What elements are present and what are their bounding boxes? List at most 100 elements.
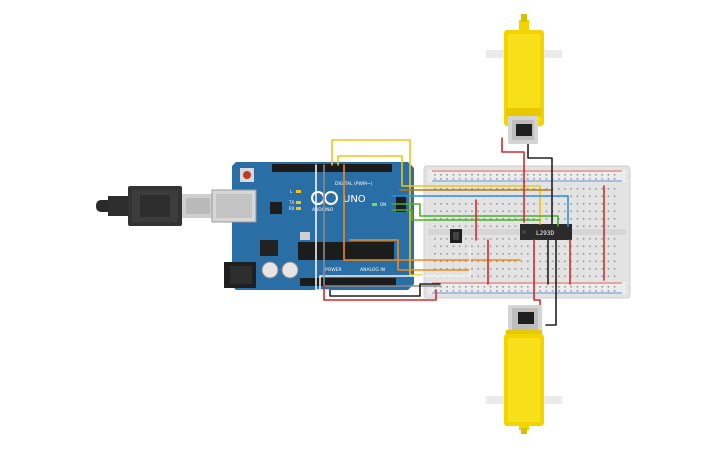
- breadboard-hole[interactable]: [434, 268, 436, 270]
- breadboard-hole[interactable]: [533, 178, 535, 180]
- breadboard-hole[interactable]: [514, 174, 517, 176]
- breadboard-hole[interactable]: [570, 178, 572, 180]
- breadboard-hole[interactable]: [582, 203, 585, 205]
- breadboard-hole[interactable]: [514, 260, 517, 263]
- breadboard-hole[interactable]: [551, 290, 554, 292]
- breadboard-hole[interactable]: [576, 253, 579, 255]
- breadboard-hole[interactable]: [465, 225, 467, 228]
- breadboard-hole[interactable]: [489, 268, 492, 270]
- breadboard-hole[interactable]: [508, 286, 510, 288]
- breadboard-hole[interactable]: [483, 225, 486, 228]
- breadboard-hole[interactable]: [514, 188, 517, 190]
- breadboard-hole[interactable]: [520, 218, 523, 220]
- breadboard-hole[interactable]: [502, 178, 504, 180]
- breadboard-hole[interactable]: [539, 268, 541, 270]
- breadboard-hole[interactable]: [483, 203, 486, 205]
- breadboard-hole[interactable]: [458, 253, 461, 255]
- breadboard-hole[interactable]: [458, 174, 461, 176]
- breadboard-hole[interactable]: [508, 178, 510, 180]
- breadboard-hole[interactable]: [589, 210, 591, 213]
- breadboard-hole[interactable]: [489, 245, 492, 248]
- breadboard-hole[interactable]: [452, 218, 455, 220]
- breadboard-hole[interactable]: [564, 210, 566, 213]
- breadboard-hole[interactable]: [502, 260, 504, 263]
- breadboard-hole[interactable]: [483, 238, 486, 240]
- breadboard-hole[interactable]: [607, 275, 610, 278]
- breadboard-hole[interactable]: [545, 210, 548, 213]
- breadboard-hole[interactable]: [613, 218, 616, 220]
- breadboard-hole[interactable]: [452, 253, 455, 255]
- breadboard-hole[interactable]: [601, 178, 603, 180]
- breadboard-hole[interactable]: [465, 203, 467, 205]
- breadboard-hole[interactable]: [496, 238, 498, 240]
- breadboard-hole[interactable]: [607, 210, 610, 213]
- breadboard-hole[interactable]: [514, 203, 517, 205]
- breadboard-hole[interactable]: [465, 290, 467, 292]
- breadboard-hole[interactable]: [520, 268, 523, 270]
- breadboard-hole[interactable]: [477, 225, 479, 228]
- breadboard-hole[interactable]: [570, 210, 572, 213]
- breadboard-hole[interactable]: [458, 210, 461, 213]
- breadboard-hole[interactable]: [489, 238, 492, 240]
- breadboard-hole[interactable]: [471, 260, 473, 263]
- breadboard-hole[interactable]: [613, 178, 616, 180]
- breadboard-hole[interactable]: [471, 174, 473, 176]
- breadboard-hole[interactable]: [601, 260, 603, 263]
- breadboard-hole[interactable]: [446, 238, 448, 240]
- breadboard-hole[interactable]: [496, 218, 498, 220]
- breadboard-hole[interactable]: [576, 210, 579, 213]
- breadboard-hole[interactable]: [471, 225, 473, 228]
- breadboard-hole[interactable]: [496, 268, 498, 270]
- breadboard-hole[interactable]: [496, 253, 498, 255]
- breadboard-hole[interactable]: [558, 210, 560, 213]
- breadboard-hole[interactable]: [601, 218, 603, 220]
- breadboard-hole[interactable]: [452, 225, 455, 228]
- breadboard-hole[interactable]: [452, 188, 455, 190]
- breadboard-hole[interactable]: [520, 188, 523, 190]
- breadboard-hole[interactable]: [558, 203, 560, 205]
- breadboard-hole[interactable]: [508, 260, 510, 263]
- dc-motor-top[interactable]: [486, 14, 562, 144]
- breadboard-hole[interactable]: [483, 268, 486, 270]
- breadboard-hole[interactable]: [458, 290, 461, 292]
- breadboard-hole[interactable]: [601, 210, 603, 213]
- wire-red[interactable]: [323, 285, 437, 301]
- breadboard-hole[interactable]: [446, 290, 448, 292]
- breadboard-hole[interactable]: [607, 286, 610, 288]
- breadboard-hole[interactable]: [465, 260, 467, 263]
- breadboard-hole[interactable]: [514, 268, 517, 270]
- breadboard-hole[interactable]: [570, 218, 572, 220]
- breadboard-hole[interactable]: [601, 238, 603, 240]
- wire-yellow[interactable]: [337, 155, 541, 225]
- breadboard-hole[interactable]: [446, 210, 448, 213]
- breadboard-hole[interactable]: [576, 245, 579, 248]
- breadboard-hole[interactable]: [514, 238, 517, 240]
- breadboard-hole[interactable]: [576, 203, 579, 205]
- breadboard-hole[interactable]: [477, 174, 479, 176]
- breadboard-hole[interactable]: [471, 188, 473, 190]
- breadboard-hole[interactable]: [465, 178, 467, 180]
- breadboard-hole[interactable]: [477, 245, 479, 248]
- breadboard-hole[interactable]: [458, 188, 461, 190]
- breadboard-hole[interactable]: [496, 260, 498, 263]
- breadboard-hole[interactable]: [477, 188, 479, 190]
- breadboard-hole[interactable]: [570, 195, 572, 198]
- breadboard-hole[interactable]: [440, 268, 442, 270]
- breadboard-hole[interactable]: [570, 253, 572, 255]
- breadboard-hole[interactable]: [595, 178, 597, 180]
- breadboard-hole[interactable]: [514, 178, 517, 180]
- breadboard-hole[interactable]: [446, 178, 448, 180]
- breadboard-hole[interactable]: [601, 225, 603, 228]
- breadboard-hole[interactable]: [601, 195, 603, 198]
- breadboard-hole[interactable]: [458, 268, 461, 270]
- breadboard-hole[interactable]: [489, 178, 492, 180]
- breadboard-hole[interactable]: [508, 253, 510, 255]
- breadboard-hole[interactable]: [527, 203, 529, 205]
- breadboard-hole[interactable]: [471, 286, 473, 288]
- breadboard-hole[interactable]: [545, 268, 548, 270]
- breadboard-hole[interactable]: [558, 188, 560, 190]
- breadboard-hole[interactable]: [483, 253, 486, 255]
- breadboard-hole[interactable]: [434, 174, 436, 176]
- breadboard-hole[interactable]: [539, 253, 541, 255]
- breadboard-hole[interactable]: [607, 245, 610, 248]
